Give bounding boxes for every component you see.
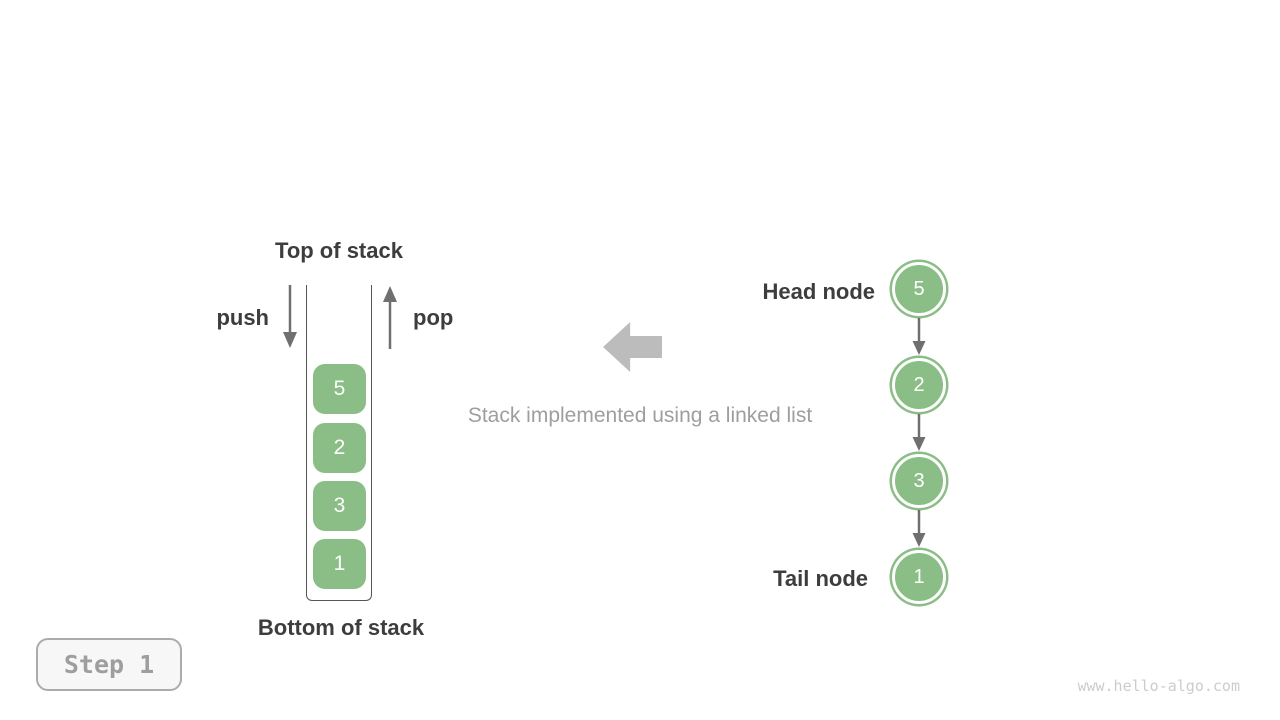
push-label: push — [216, 305, 269, 330]
left-block-arrow-icon — [603, 322, 662, 372]
watermark-text: www.hello-algo.com — [1077, 677, 1240, 695]
node-link-down-arrow-icon — [912, 510, 926, 547]
pop-up-arrow-icon — [383, 286, 397, 349]
linked-list-node: 5 — [892, 262, 946, 316]
stack-item: 5 — [313, 364, 366, 414]
step-badge-label: Step 1 — [63, 650, 155, 679]
tail-node-label: Tail node — [773, 566, 868, 591]
linked-list-node: 1 — [892, 550, 946, 604]
top-of-stack-label: Top of stack — [275, 238, 403, 263]
pop-label: pop — [413, 305, 454, 330]
stack-item: 1 — [313, 539, 366, 589]
linked-list-node: 2 — [892, 358, 946, 412]
bottom-of-stack-label: Bottom of stack — [257, 615, 425, 640]
stack-container — [306, 285, 372, 601]
stack-item: 2 — [313, 423, 366, 473]
linked-list-node: 3 — [892, 454, 946, 508]
node-link-down-arrow-icon — [912, 318, 926, 355]
stack-item: 3 — [313, 481, 366, 531]
diagram-caption: Stack implemented using a linked list — [467, 404, 813, 427]
head-node-label: Head node — [762, 279, 875, 304]
push-down-arrow-icon — [283, 285, 297, 348]
step-badge: Step 1 — [36, 638, 182, 691]
node-link-down-arrow-icon — [912, 414, 926, 451]
